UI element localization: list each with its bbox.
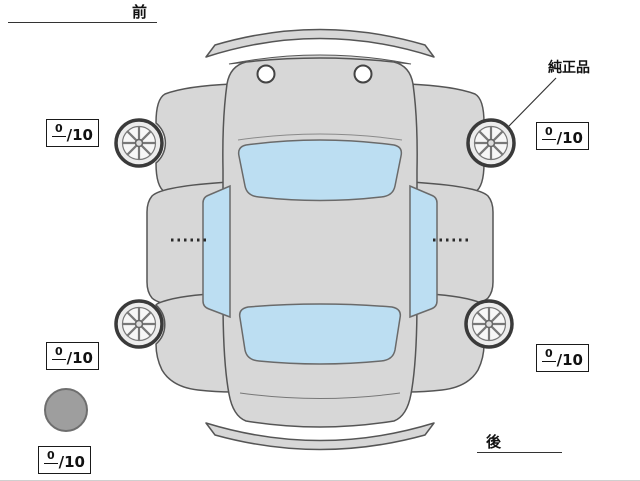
score-max: /10	[556, 129, 583, 147]
cowl-line	[237, 133, 403, 141]
score-box-rear-right: 0 /10	[536, 344, 589, 372]
score-max: /10	[66, 126, 93, 144]
front-label-text: 前	[131, 3, 147, 21]
score-value: 0	[43, 449, 58, 464]
windshield-glass	[237, 139, 403, 202]
rear-bumper-band	[205, 422, 435, 451]
genuine-part-label-text: 純正品	[548, 60, 590, 76]
hood-right-circle	[353, 64, 373, 84]
score-value: 0	[541, 347, 556, 362]
score-max: /10	[556, 351, 583, 369]
front-label: 前	[8, 2, 157, 23]
genuine-part-label: 純正品	[548, 57, 590, 77]
score-max: /10	[58, 453, 85, 471]
wheel-rear-left-icon	[114, 299, 164, 349]
wheel-front-right-icon	[466, 118, 516, 168]
score-max: /10	[66, 349, 93, 367]
wheel-rear-right-icon	[464, 299, 514, 349]
score-box-rear-left: 0 /10	[46, 342, 99, 370]
right-side-window-glass	[409, 184, 438, 319]
score-value: 0	[541, 125, 556, 140]
wheel-front-left-icon	[114, 118, 164, 168]
rear-window-glass	[238, 303, 402, 365]
front-spoiler	[205, 28, 435, 58]
car-body	[222, 57, 418, 428]
score-value: 0	[51, 345, 66, 360]
rear-label: 後	[477, 432, 562, 453]
score-box-spare: 0 /10	[38, 446, 91, 474]
rear-label-text: 後	[486, 433, 502, 451]
left-side-window-glass	[202, 184, 231, 319]
genuine-part-pointer-line	[508, 77, 557, 127]
score-box-front-left: 0 /10	[46, 119, 99, 147]
score-value: 0	[51, 122, 66, 137]
hood-left-circle	[256, 64, 276, 84]
trunk-seam-line	[239, 392, 401, 399]
spare-tire-icon	[44, 388, 88, 432]
score-box-front-right: 0 /10	[536, 122, 589, 150]
